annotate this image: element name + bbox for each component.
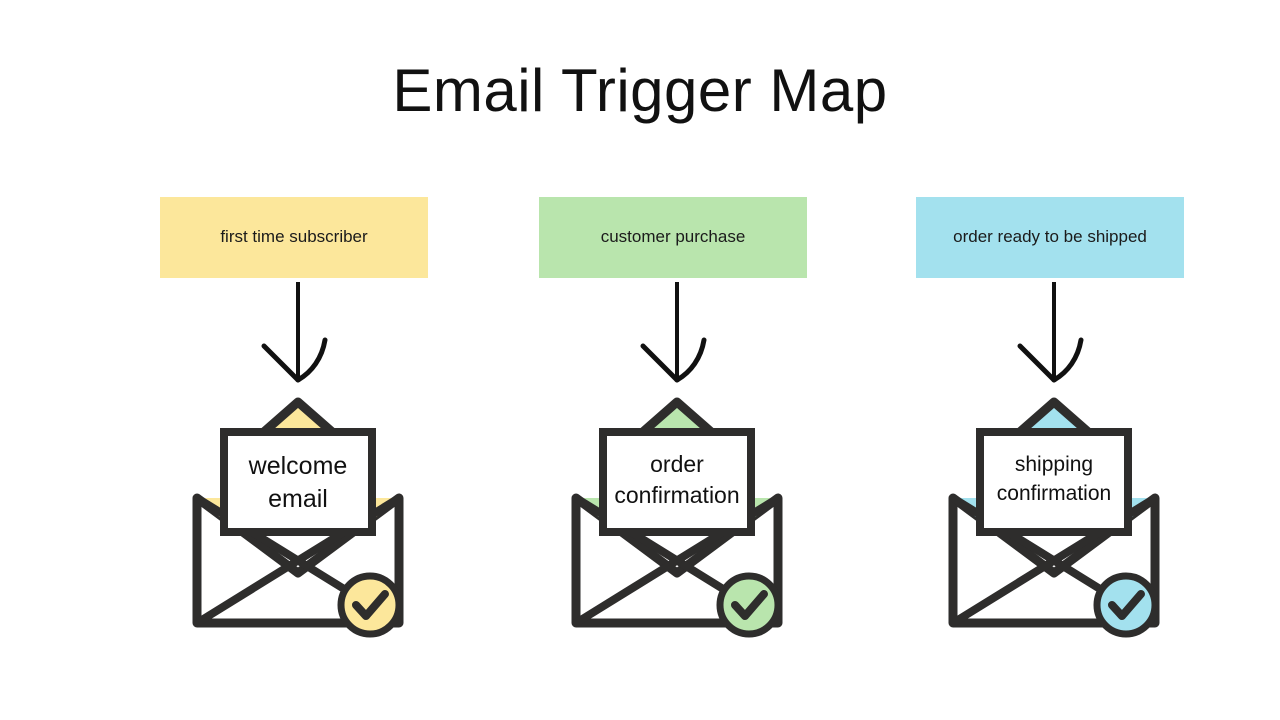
trigger-box-label: customer purchase	[600, 227, 746, 247]
down-arrow-icon	[999, 280, 1109, 392]
trigger-column-order-ready-to-be-shipped: order ready to be shipped shipping c	[859, 0, 1239, 720]
letter-line-2: email	[268, 485, 328, 513]
letter-line-1: shipping	[1015, 453, 1093, 476]
page-title: Email Trigger Map	[392, 57, 888, 124]
check-circle-icon[interactable]	[337, 572, 403, 638]
trigger-box-order-ready-to-be-shipped[interactable]: order ready to be shipped	[916, 197, 1184, 278]
down-arrow-icon	[622, 280, 732, 392]
open-envelope-icon-welcome-email[interactable]: welcome email	[183, 390, 413, 638]
trigger-box-label: first time subscriber	[220, 227, 368, 247]
trigger-box-label: order ready to be shipped	[953, 227, 1147, 247]
letter-line-2: confirmation	[997, 482, 1111, 505]
trigger-box-customer-purchase[interactable]: customer purchase	[539, 197, 807, 278]
trigger-column-first-time-subscriber: first time subscriber	[103, 0, 483, 720]
letter-line-2: confirmation	[614, 482, 739, 508]
letter-card: order confirmation	[599, 428, 755, 536]
open-envelope-icon-shipping-confirmation[interactable]: shipping confirmation	[939, 390, 1169, 638]
check-circle-icon[interactable]	[1093, 572, 1159, 638]
check-circle-icon[interactable]	[716, 572, 782, 638]
down-arrow-icon	[243, 280, 353, 392]
letter-card: welcome email	[220, 428, 376, 536]
letter-line-1: welcome	[248, 452, 348, 480]
open-envelope-icon-order-confirmation[interactable]: order confirmation	[562, 390, 792, 638]
trigger-column-customer-purchase: customer purchase order confirmation	[482, 0, 862, 720]
letter-line-1: order	[650, 451, 704, 477]
trigger-box-first-time-subscriber[interactable]: first time subscriber	[160, 197, 428, 278]
letter-card: shipping confirmation	[976, 428, 1132, 536]
